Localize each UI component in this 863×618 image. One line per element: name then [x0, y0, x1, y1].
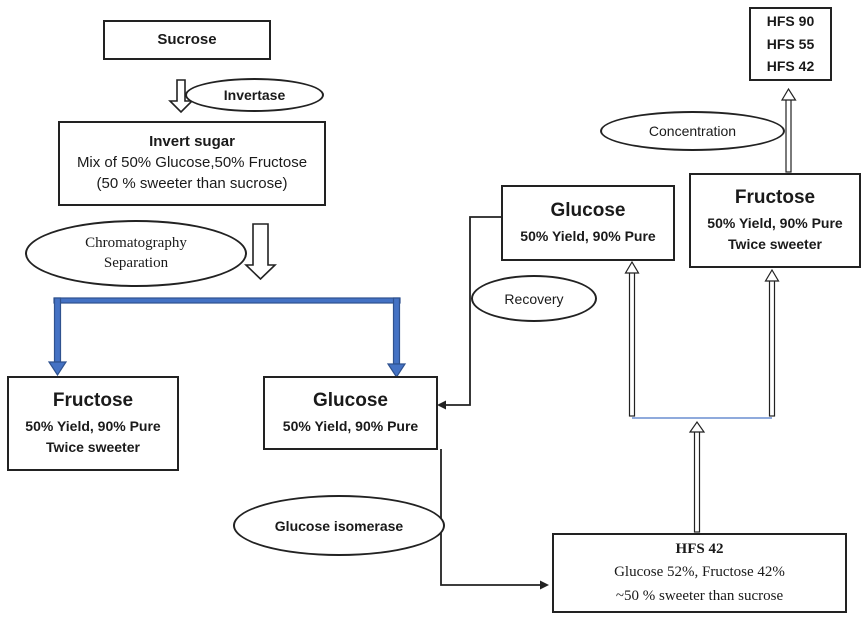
hfs-products-box-line: HFS 90	[766, 13, 815, 30]
fructose-enriched-box-line: 50% Yield, 90% Pure	[707, 214, 843, 231]
glucose-product-box-title: Glucose	[313, 390, 388, 412]
invert-sugar-box-title: Invert sugar	[149, 133, 235, 150]
fructose-product-box-title: Fructose	[52, 390, 134, 412]
fructose-enriched-box-line: Twice sweeter	[728, 235, 822, 252]
sucrose-box-title: Sucrose	[157, 31, 217, 49]
glucose-product-box: Glucose 50% Yield, 90% Pure	[263, 376, 438, 450]
split-to-glucose-arrow	[624, 260, 640, 417]
hfs-products-box: HFS 90 HFS 55 HFS 42	[749, 7, 832, 81]
recovery-return-arrow	[437, 216, 501, 410]
glucose-isomerase-ellipse: Glucose isomerase	[233, 495, 445, 556]
invert-sugar-box-line: Mix of 50% Glucose,50% Fructose	[76, 153, 308, 171]
isomerase-flow-arrow	[440, 449, 549, 590]
hfs-products-box-line: HFS 42	[766, 58, 815, 75]
fructose-product-box: Fructose 50% Yield, 90% Pure Twice sweet…	[7, 376, 179, 471]
invert-sugar-box: Invert sugar Mix of 50% Glucose,50% Fruc…	[58, 121, 326, 206]
fructose-product-box-line: Twice sweeter	[46, 438, 140, 455]
concentration-label: Concentration	[648, 123, 737, 139]
glucose-product-box-line: 50% Yield, 90% Pure	[282, 417, 419, 434]
hfs-products-box-line: HFS 55	[766, 35, 815, 52]
glucose-recovered-box: Glucose 50% Yield, 90% Pure	[501, 185, 675, 261]
invertase-ellipse: Invertase	[185, 78, 324, 112]
hfs42-box: HFS 42 Glucose 52%, Fructose 42% ~50 % s…	[552, 533, 847, 613]
recovery-label: Recovery	[504, 290, 564, 307]
hfs42-box-title: HFS 42	[675, 541, 724, 558]
fructose-enriched-box: Fructose 50% Yield, 90% Pure Twice sweet…	[689, 173, 861, 268]
sucrose-down-block-arrow	[168, 79, 194, 114]
glucose-recovered-box-line: 50% Yield, 90% Pure	[520, 227, 656, 244]
chromatography-down-block-arrow	[244, 223, 277, 281]
recovery-ellipse: Recovery	[471, 275, 597, 322]
glucose-recovered-box-title: Glucose	[550, 200, 626, 222]
invertase-label: Invertase	[223, 87, 286, 103]
split-to-fructose-arrow	[764, 268, 780, 417]
hfs42-box-line: ~50 % sweeter than sucrose	[615, 587, 784, 604]
hfs42-up-arrow	[688, 420, 706, 533]
split-arrow-blue	[47, 297, 407, 379]
chromatography-label-line: Chromatography	[85, 235, 187, 251]
invert-sugar-box-line: (50 % sweeter than sucrose)	[96, 175, 288, 193]
concentration-ellipse: Concentration	[600, 111, 785, 151]
chromatography-label-line: Separation	[103, 254, 169, 271]
fructose-enriched-box-title: Fructose	[734, 187, 816, 209]
fructose-to-hfs-arrow	[780, 87, 797, 173]
sucrose-box: Sucrose	[103, 20, 271, 60]
glucose-isomerase-label: Glucose isomerase	[274, 517, 404, 534]
hfs42-box-line: Glucose 52%, Fructose 42%	[614, 564, 785, 581]
fructose-product-box-line: 50% Yield, 90% Pure	[25, 417, 161, 434]
chromatography-ellipse: Chromatography Separation	[25, 220, 247, 287]
